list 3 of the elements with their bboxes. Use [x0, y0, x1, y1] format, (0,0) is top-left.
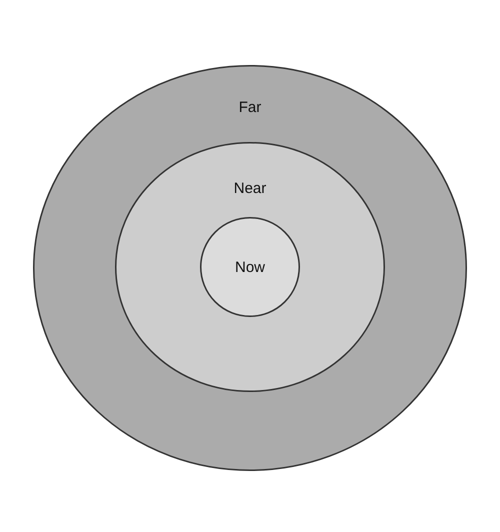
zone-label: Now: [234, 259, 265, 276]
zone-label: Near: [234, 180, 266, 197]
zone-label: Far: [238, 99, 262, 116]
